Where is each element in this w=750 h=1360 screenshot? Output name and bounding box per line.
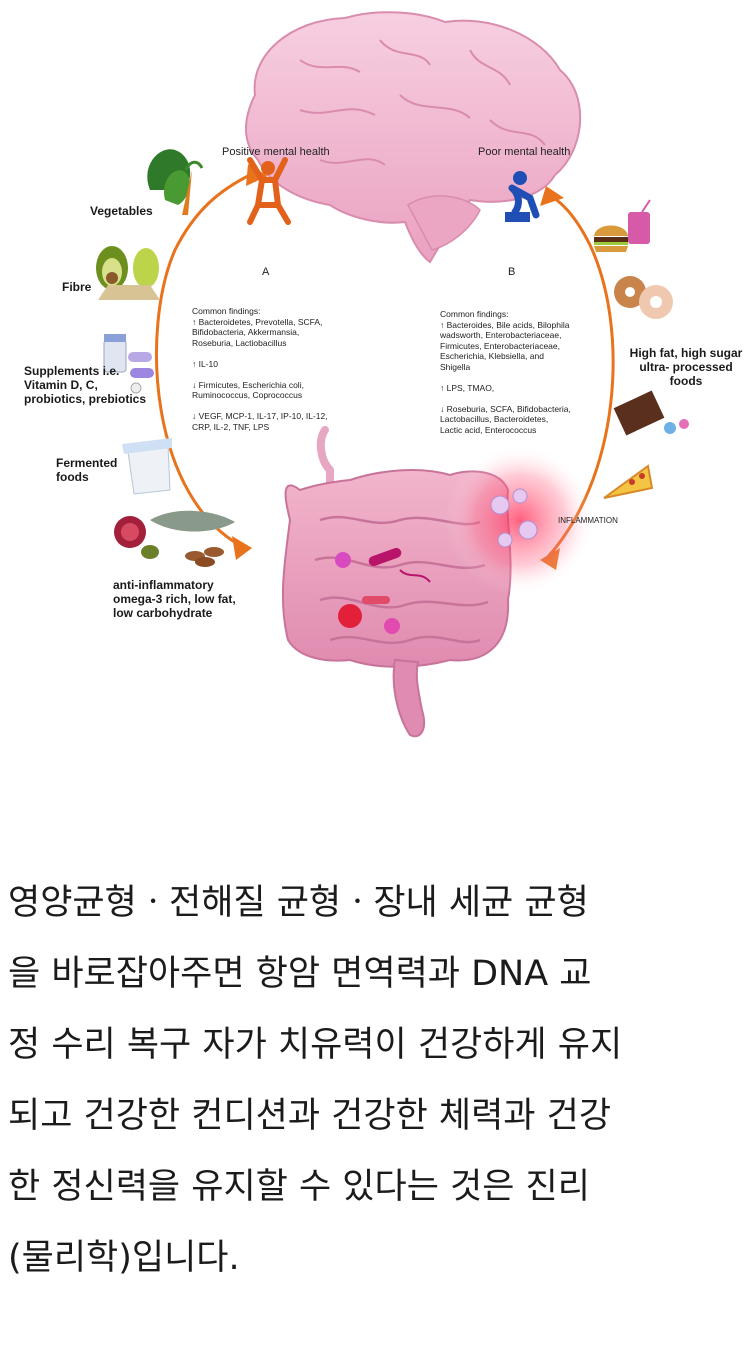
happy-person-icon <box>247 157 291 225</box>
antiinflammatory-foods-icon <box>114 510 235 567</box>
vegetables-label: Vegetables <box>90 204 153 218</box>
donuts-icon <box>614 276 673 319</box>
fermented-foods-icon <box>122 438 172 495</box>
supplements-icon <box>103 334 154 394</box>
fibre-label: Fibre <box>62 280 92 294</box>
inflammation-glow <box>445 445 595 595</box>
findings-b-text: Common findings: ↑ Bacteroides, Bile aci… <box>440 309 571 435</box>
findings-a-text: Common findings: ↑ Bacteroidetes, Prevot… <box>192 306 328 432</box>
vegetables-icon <box>147 149 204 215</box>
burger-icon <box>594 199 651 252</box>
article-line: (물리학)입니다. <box>8 1238 240 1278</box>
diagram-artwork <box>96 11 689 738</box>
article-line: 영양균형ㆍ전해질 균형ㆍ장내 세균 균형 <box>8 883 589 923</box>
article-line: 정 수리 복구 자가 치유력이 건강하게 유지 <box>8 1025 623 1065</box>
inflammation-label: INFLAMMATION <box>558 516 618 525</box>
panel-b-label: B <box>508 266 516 278</box>
article-line: 한 정신력을 유지할 수 있다는 것은 진리 <box>8 1167 590 1207</box>
sad-person-icon <box>505 171 540 222</box>
antiinflammatory-label: anti-inflammatory omega-3 rich, low fat,… <box>113 578 236 620</box>
fermented-foods-label: Fermented foods <box>56 456 118 484</box>
pizza-icon <box>603 464 654 499</box>
article-line: 을 바로잡아주면 항암 면역력과 DNA 교 <box>8 954 592 994</box>
arrow-to-poor <box>540 186 564 206</box>
poor-mental-health-label: Poor mental health <box>478 146 571 158</box>
panel-a-label: A <box>262 266 270 278</box>
brain-illustration <box>245 11 581 264</box>
gut-brain-diagram: Positive mental health Poor mental healt… <box>24 11 743 738</box>
article-body: 영양균형ㆍ전해질 균형ㆍ장내 세균 균형 을 바로잡아주면 항암 면역력과 DN… <box>8 868 742 1294</box>
article-line: 되고 건강한 컨디션과 건강한 체력과 건강 <box>8 1096 612 1136</box>
chocolate-candy-icon <box>613 390 689 436</box>
processed-foods-label: High fat, high sugar ultra- processed fo… <box>629 346 743 388</box>
arrow-to-gut-left <box>232 536 252 560</box>
positive-mental-health-label: Positive mental health <box>222 146 330 158</box>
supplements-label: Supplements i.e. Vitamin D, C, probiotic… <box>24 364 147 406</box>
fibre-icon <box>96 246 160 300</box>
